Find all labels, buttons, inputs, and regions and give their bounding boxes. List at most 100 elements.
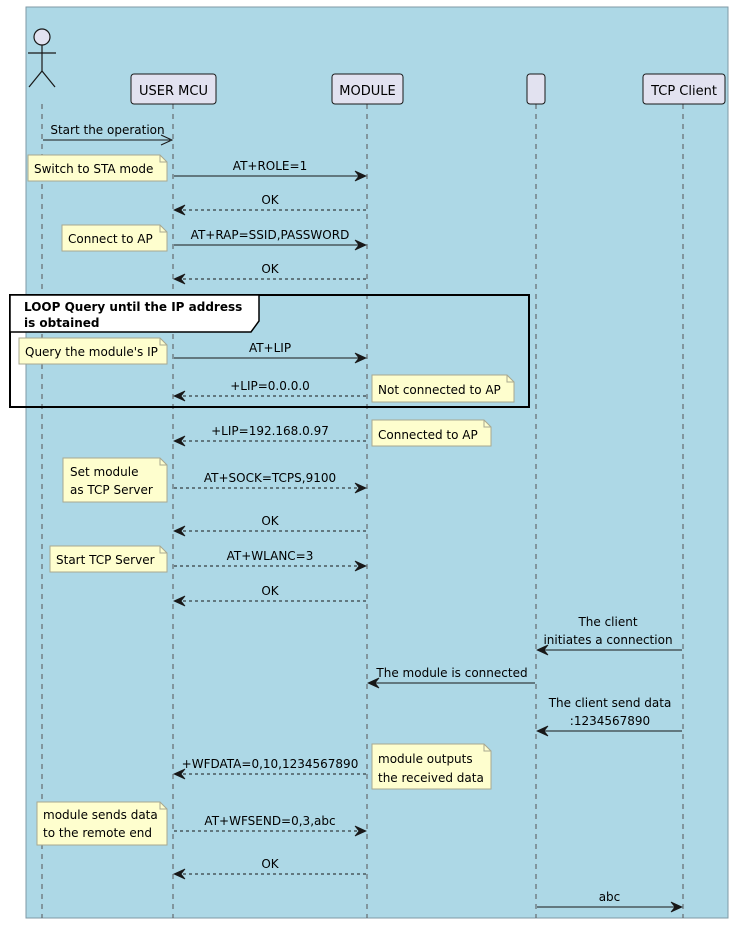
note-text: module sends data	[43, 808, 158, 822]
message-label: The client send data	[548, 696, 672, 710]
loop-frame: LOOP Query until the IP address is obtai…	[9, 294, 530, 408]
note-text: Switch to STA mode	[34, 162, 153, 176]
message-label: :1234567890	[570, 714, 650, 728]
participant-module: MODULE	[331, 73, 404, 105]
arrowhead	[354, 560, 367, 572]
message-label: abc	[599, 890, 621, 904]
participant-blank	[526, 73, 546, 105]
message-label: +WFDATA=0,10,1234567890	[182, 757, 359, 771]
message: OK	[173, 514, 366, 537]
arrowhead	[173, 768, 186, 780]
note-text: Not connected to AP	[378, 383, 501, 397]
note-text: the received data	[378, 771, 484, 785]
arrowhead	[367, 677, 380, 689]
note-fold	[159, 338, 167, 346]
note-fold	[506, 375, 514, 383]
message: AT+ROLE=1	[174, 159, 367, 182]
participant-box	[642, 73, 726, 105]
note-shape	[18, 337, 168, 365]
note: Query the module's IP	[18, 337, 168, 365]
message-label: AT+WFSEND=0,3,abc	[204, 814, 335, 828]
note: Connect to AP	[61, 224, 168, 252]
loop-label-line: is obtained	[24, 316, 100, 330]
message-label: The client	[577, 615, 637, 629]
message: +LIP=0.0.0.0	[173, 379, 366, 402]
note: module sends data to the remote end	[36, 801, 168, 846]
participant-tcp-client: TCP Client	[642, 73, 726, 105]
arrowhead	[173, 204, 186, 216]
participant-mcu: USER MCU	[130, 73, 217, 105]
note-fold	[159, 458, 167, 466]
arrowhead	[354, 352, 367, 364]
loop-label-line: LOOP Query until the IP address	[24, 300, 242, 314]
participant-box	[331, 73, 404, 105]
message-label: OK	[261, 584, 279, 598]
arrowhead	[173, 525, 186, 537]
message: AT+SOCK=TCPS,9100	[174, 471, 367, 494]
message: +LIP=192.168.0.97	[173, 424, 366, 447]
message: OK	[173, 584, 366, 607]
arrowhead	[670, 901, 683, 913]
message-label: Start the operation	[50, 123, 164, 137]
message: The client initiates a connection	[536, 615, 682, 656]
arrowhead	[536, 644, 549, 656]
note-shape	[371, 374, 515, 403]
message-label: OK	[261, 262, 279, 276]
message: +WFDATA=0,10,1234567890	[173, 757, 366, 780]
message: AT+WFSEND=0,3,abc	[174, 814, 367, 837]
note-shape	[62, 457, 168, 503]
message-label: AT+LIP	[249, 341, 291, 355]
actor-head	[33, 28, 51, 46]
note-text: module outputs	[378, 752, 473, 766]
message-label: OK	[261, 514, 279, 528]
note: Switch to STA mode	[27, 154, 168, 182]
note: Not connected to AP	[371, 374, 515, 403]
note-text: Start TCP Server	[56, 553, 155, 567]
note-fold	[159, 225, 167, 233]
arrowhead	[354, 170, 367, 182]
note-shape	[27, 154, 168, 182]
note-text: as TCP Server	[70, 483, 153, 497]
note: Start TCP Server	[49, 545, 168, 573]
message: abc	[537, 890, 683, 913]
note-text: Set module	[70, 465, 139, 479]
arrowhead	[354, 482, 367, 494]
actor-leg-right	[41, 70, 56, 88]
message-label: AT+ROLE=1	[233, 159, 307, 173]
messages: Start the operationAT+ROLE=1OKAT+RAP=SSI…	[43, 123, 683, 913]
note-shape	[49, 545, 168, 573]
actor-user	[28, 28, 56, 88]
message: OK	[173, 193, 366, 216]
message-label: The module is connected	[375, 666, 527, 680]
arrowhead	[354, 825, 367, 837]
arrowhead-open	[160, 134, 174, 146]
notes: Switch to STA mode Connect to AP Query t…	[18, 154, 515, 846]
message-label: initiates a connection	[543, 633, 672, 647]
message: OK	[173, 262, 366, 285]
arrowhead	[354, 239, 367, 251]
message: The client send data :1234567890	[536, 696, 682, 737]
message-label: AT+WLANC=3	[227, 549, 314, 563]
loop-label-box	[9, 294, 260, 333]
note-shape	[371, 743, 492, 790]
message-label: OK	[261, 193, 279, 207]
note-fold	[483, 420, 491, 428]
message: AT+LIP	[174, 341, 367, 364]
note-text: Connect to AP	[68, 232, 153, 246]
message-label: +LIP=192.168.0.97	[211, 424, 329, 438]
note: Set module as TCP Server	[62, 457, 168, 503]
participant-box	[130, 73, 217, 105]
message: The module is connected	[367, 666, 535, 689]
arrowhead	[536, 725, 549, 737]
loop-border	[9, 294, 530, 408]
note-text: Query the module's IP	[25, 345, 158, 359]
note: module outputs the received data	[371, 743, 492, 790]
actor-leg-left	[28, 70, 43, 88]
message: Start the operation	[43, 123, 174, 146]
participant-label: USER MCU	[139, 84, 208, 99]
arrowhead	[173, 390, 186, 402]
participant-label: TCP Client	[650, 84, 717, 99]
message-label: OK	[261, 857, 279, 871]
participant-label: MODULE	[339, 84, 395, 99]
note-shape	[61, 224, 168, 252]
